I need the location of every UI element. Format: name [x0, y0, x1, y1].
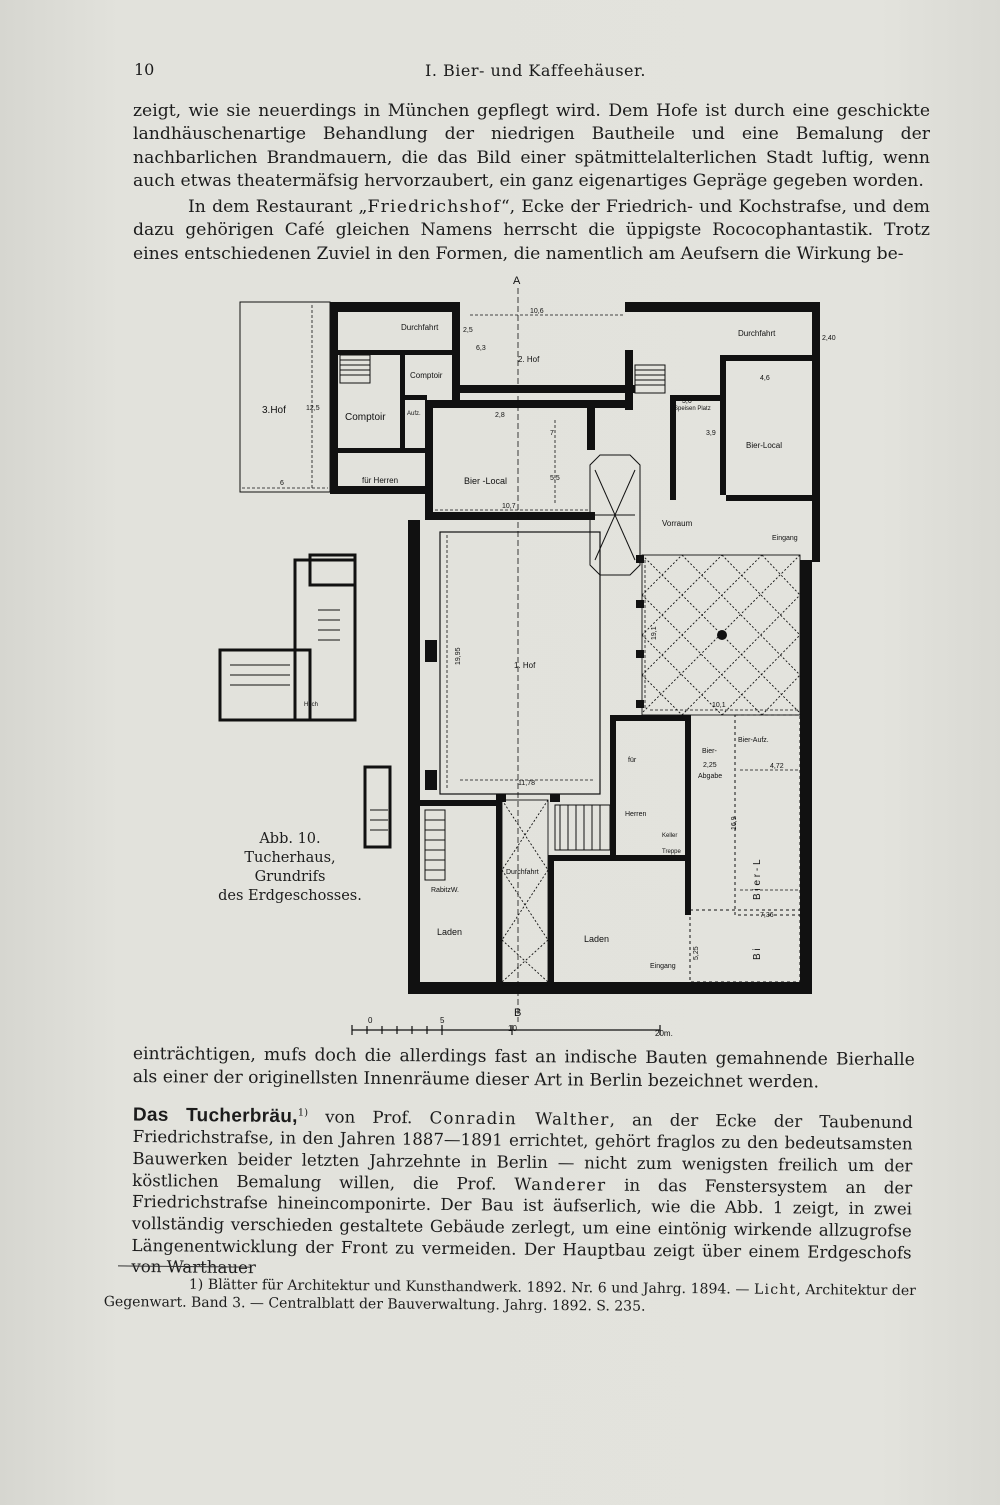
label-hof-1: 1. Hof [514, 661, 536, 670]
footnote-ref: 1) [297, 1107, 309, 1119]
label-bier-local-top: Bier -Local [464, 476, 507, 486]
stair-left-top [339, 354, 371, 384]
label-hof-3: 3.Hof [262, 405, 286, 416]
label-hoch: Hoch [304, 702, 318, 708]
painter-name: Wanderer [514, 1174, 607, 1195]
caption-line-3: Grundrifs [254, 869, 326, 885]
scale-label-20: 20m. [655, 1029, 673, 1038]
label-fuer: für [628, 757, 637, 764]
dim-12-5: 12,5 [306, 405, 320, 412]
footnote-author: Licht [753, 1281, 797, 1299]
side-stair-detail [218, 553, 392, 849]
label-rabitzw: RabitzW. [431, 887, 459, 894]
footnote: 1) Blätter für Architektur und Kunsthand… [104, 1275, 916, 1318]
label-comptoir: Comptoir [345, 412, 386, 423]
dim-19-95: 19,95 [455, 647, 462, 665]
scale-label-5: 5 [440, 1016, 445, 1025]
paragraph-3: einträchtigen, mufs doch die allerdings … [132, 1044, 915, 1093]
paragraph-2-text-a: In dem Restaurant „ [188, 197, 368, 217]
dim-7: 7 [550, 430, 554, 437]
caption-line-2: Tucherhaus, [244, 850, 336, 866]
vestibule-octagon [589, 454, 641, 576]
label-section-a: A [513, 275, 521, 287]
running-title: I. Bier- und Kaffeehäuser. [425, 61, 646, 80]
dim-7-36: 7,36 [760, 912, 774, 919]
dim-6: 6 [280, 480, 284, 487]
label-hall-vertical: B i e r - L [752, 859, 763, 900]
dim-16-9: 16,9 [731, 816, 738, 830]
scale-label-0: 0 [368, 1016, 373, 1025]
label-herren: Herren [625, 811, 647, 818]
wall-top-left [330, 302, 460, 312]
label-laden-left: Laden [437, 927, 462, 937]
page-number: 10 [134, 60, 155, 79]
dim-5-5: 5,5 [550, 475, 560, 482]
label-section-b: B [514, 1007, 521, 1019]
label-aufz: Aufz. [407, 411, 421, 417]
dim-2-25: 2,25 [703, 762, 717, 769]
label-bier-local-right: Bier-Local [746, 441, 782, 450]
label-bier-abgabe-1: Bier- [702, 748, 717, 755]
stair-lower-left [424, 809, 446, 881]
scale-label-10: 10 [508, 1024, 517, 1033]
restaurant-name: Friedrichshof [367, 197, 501, 217]
paragraph-2-text-b: “, Ecke der Friedrich- und Kochstrafse, … [133, 197, 930, 264]
label-fuer-herren-top: für Herren [362, 476, 398, 485]
dim-3-9: 3,9 [706, 430, 716, 437]
paragraph-4: Das Tucherbräu,1) von Prof. Conradin Wal… [131, 1101, 913, 1286]
dim-4-72: 4,72 [770, 763, 784, 770]
dim-10-1: 10,1 [712, 702, 726, 709]
dim-3-6: 3,6 [682, 398, 692, 405]
label-bier-aufz: Bier-Aufz. [738, 737, 769, 744]
dim-10-6: 10,6 [530, 308, 544, 315]
court-3-outline [239, 301, 331, 493]
paragraph-1: zeigt, wie sie neuerdings in München gep… [133, 101, 930, 191]
paragraph-4-text-a: von Prof. [307, 1107, 430, 1128]
wall-top-right [625, 302, 820, 312]
architect-name: Conradin Walther [429, 1108, 610, 1130]
label-vorraum: Vorraum [662, 519, 693, 528]
dim-10-7: 10,7 [502, 503, 516, 510]
label-durchfahrt-center: Durchfahrt [506, 869, 539, 876]
dim-19-1: 19,1 [651, 626, 658, 640]
label-eingang-top: Eingang [772, 535, 798, 542]
dim-6-3: 6,3 [476, 345, 486, 352]
dim-2-5: 2,5 [463, 327, 473, 334]
scale-bar [351, 1025, 661, 1035]
label-speisen-platz: Speisen Platz [674, 406, 711, 412]
label-hof-2: 2. Hof [518, 355, 540, 364]
label-bier-abgabe-2: Abgabe [698, 773, 722, 780]
caption-line-4: des Erdgeschosses. [218, 888, 362, 904]
label-keller-treppe-1: Keller [662, 833, 677, 839]
dim-11-78: 11,78 [518, 780, 535, 787]
court-1-outline [439, 531, 601, 795]
stair-lower-middle [554, 804, 611, 851]
dim-5-25: 5,25 [693, 946, 700, 960]
label-eingang-bottom: Eingang [650, 963, 676, 970]
section-heading: Das Tucherbräu, [132, 1104, 298, 1128]
dim-4-6: 4,6 [760, 375, 770, 382]
label-laden-right: Laden [584, 934, 609, 944]
label-durchfahrt-left: Durchfahrt [401, 323, 439, 332]
dim-2-8: 2,8 [495, 412, 505, 419]
label-durchfahrt-right: Durchfahrt [738, 329, 776, 338]
label-keller-treppe-2: Treppe [662, 849, 681, 855]
floor-plan: A B Durchfahrt Durchfahrt Durchfahrt 2. … [218, 275, 836, 1038]
dim-2-40: 2,40 [822, 335, 836, 342]
hall-pattern [641, 554, 801, 716]
label-hall-bottom: B i [752, 948, 763, 960]
stair-right-top [634, 364, 666, 394]
caption-line-1: Abb. 10. [259, 831, 321, 847]
figure-caption: Abb. 10. Tucherhaus, Grundrifs des Erdge… [200, 830, 380, 906]
entrance-passage [501, 799, 549, 986]
label-comptoir-small: Comptoir [410, 371, 443, 380]
paragraph-2: In dem Restaurant „Friedrichshof“, Ecke … [133, 196, 930, 266]
